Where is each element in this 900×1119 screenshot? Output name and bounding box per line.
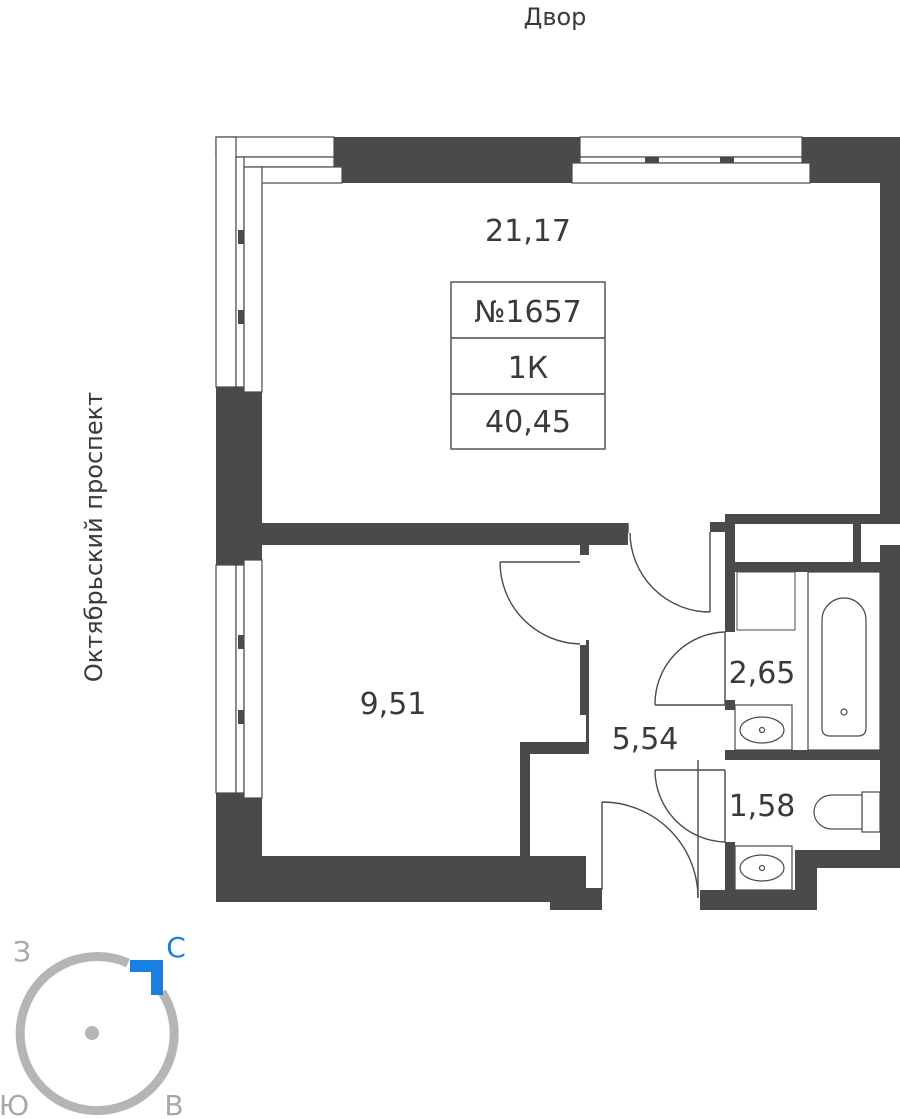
windows bbox=[215, 136, 811, 799]
compass-west: З bbox=[13, 935, 31, 968]
doors bbox=[499, 523, 726, 899]
compass-north-marker bbox=[130, 960, 163, 995]
compass bbox=[15, 952, 179, 1115]
room-area-wc: 1,58 bbox=[729, 789, 796, 824]
street-label-top: Двор bbox=[524, 3, 587, 31]
walls bbox=[216, 137, 900, 910]
window-mullions bbox=[238, 157, 734, 724]
compass-north: С bbox=[166, 931, 186, 964]
apartment-total-area: 40,45 bbox=[485, 405, 571, 440]
apartment-number: №1657 bbox=[474, 295, 582, 330]
apartment-info-box bbox=[450, 281, 606, 450]
compass-ring bbox=[15, 952, 179, 1115]
room-area-living: 21,17 bbox=[485, 214, 571, 249]
toilet bbox=[813, 791, 881, 833]
room-area-bedroom: 9,51 bbox=[360, 687, 427, 722]
room-area-hall: 5,54 bbox=[612, 722, 679, 757]
street-label-left: Октябрьский проспект bbox=[80, 392, 108, 682]
compass-center-dot bbox=[85, 1026, 99, 1040]
bathtub bbox=[807, 571, 881, 751]
compass-south: Ю bbox=[0, 1089, 29, 1119]
apartment-type: 1К bbox=[508, 351, 548, 386]
niche bbox=[736, 571, 796, 631]
compass-east: В bbox=[164, 1089, 183, 1119]
room-area-bathroom: 2,65 bbox=[729, 656, 796, 691]
sink bbox=[734, 704, 793, 891]
